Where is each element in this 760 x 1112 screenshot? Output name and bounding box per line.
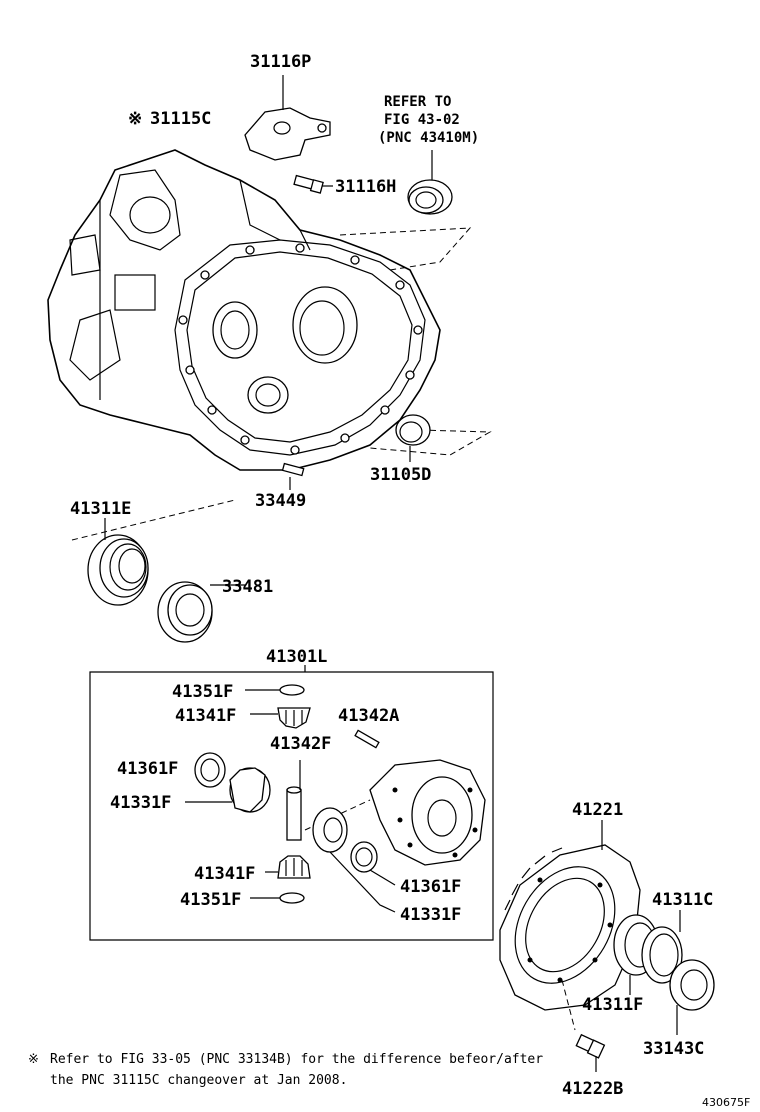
label-41342F: 41342F — [270, 734, 331, 754]
differential-assembly-box — [89, 665, 494, 941]
pinion-gear-41341F-upper-drawing — [250, 707, 311, 729]
label-41342A: 41342A — [338, 706, 399, 726]
label-41221: 41221 — [572, 800, 623, 820]
ring-gear-41221-drawing — [499, 820, 641, 1011]
label-31115C: 31115C — [150, 109, 211, 129]
label-31105D: 31105D — [370, 465, 431, 485]
part-labels: 31116P ※ 31115C 31116H REFER TO FIG 43-0… — [70, 52, 713, 1099]
oil-seal-33481-drawing — [157, 581, 245, 643]
label-41361F-upper: 41361F — [117, 759, 178, 779]
label-33143C: 33143C — [643, 1039, 704, 1059]
side-gear-41331F-upper-drawing — [185, 767, 271, 813]
bolt-41222B-drawing — [561, 979, 606, 1072]
bolt-31116H-drawing — [293, 174, 333, 194]
transaxle-case-drawing — [47, 149, 492, 541]
label-41311F: 41311F — [582, 995, 643, 1015]
footnote-mark: ※ — [28, 1052, 39, 1067]
label-41222B: 41222B — [562, 1079, 623, 1099]
label-41311E: 41311E — [70, 499, 131, 519]
label-41351F-lower: 41351F — [180, 890, 241, 910]
pin-41342A-drawing — [354, 729, 380, 749]
washer-41351F-lower-drawing — [250, 892, 305, 904]
thrust-washer-41361F-upper-drawing — [194, 752, 226, 788]
label-41341F-upper: 41341F — [175, 706, 236, 726]
cover-31116P-drawing — [244, 75, 331, 161]
figure-code: 430675F — [702, 1096, 750, 1109]
label-41331F-upper: 41331F — [110, 793, 171, 813]
oil-seal-33143C-drawing — [669, 959, 715, 1035]
side-gear-41331F-lower-drawing — [312, 807, 396, 913]
pin-33449-drawing — [281, 462, 305, 490]
label-refer-line1: REFER TO — [384, 94, 451, 110]
bearing-41311E-drawing — [87, 518, 149, 606]
label-31116P: 31116P — [250, 52, 311, 72]
washer-41351F-upper-drawing — [245, 684, 305, 696]
oil-seal-43410M-drawing — [407, 150, 453, 215]
pinion-shaft-41342F-drawing — [286, 760, 302, 841]
footnote-line2: the PNC 31115C changeover at Jan 2008. — [50, 1073, 347, 1088]
label-41351F-upper: 41351F — [172, 682, 233, 702]
bearing-race-41311C-drawing — [641, 910, 683, 984]
label-33449: 33449 — [255, 491, 306, 511]
label-refer-line3: (PNC 43410M) — [378, 130, 479, 146]
label-41341F-lower: 41341F — [194, 864, 255, 884]
thrust-washer-41361F-lower-drawing — [350, 841, 396, 886]
label-41331F-lower: 41331F — [400, 905, 461, 925]
label-41361F-lower: 41361F — [400, 877, 461, 897]
footnote-line1: Refer to FIG 33-05 (PNC 33134B) for the … — [50, 1052, 543, 1067]
label-41301L: 41301L — [266, 647, 327, 667]
differential-case-drawing — [304, 759, 486, 866]
label-41311C: 41311C — [652, 890, 713, 910]
label-31115C-mark: ※ — [128, 109, 142, 129]
label-refer-line2: FIG 43-02 — [384, 112, 460, 128]
pinion-gear-41341F-lower-drawing — [265, 855, 311, 879]
footnote: ※ Refer to FIG 33-05 (PNC 33134B) for th… — [28, 1052, 543, 1088]
oil-seal-31105D-drawing — [395, 414, 431, 462]
label-31116H: 31116H — [335, 177, 396, 197]
label-33481: 33481 — [222, 577, 273, 597]
